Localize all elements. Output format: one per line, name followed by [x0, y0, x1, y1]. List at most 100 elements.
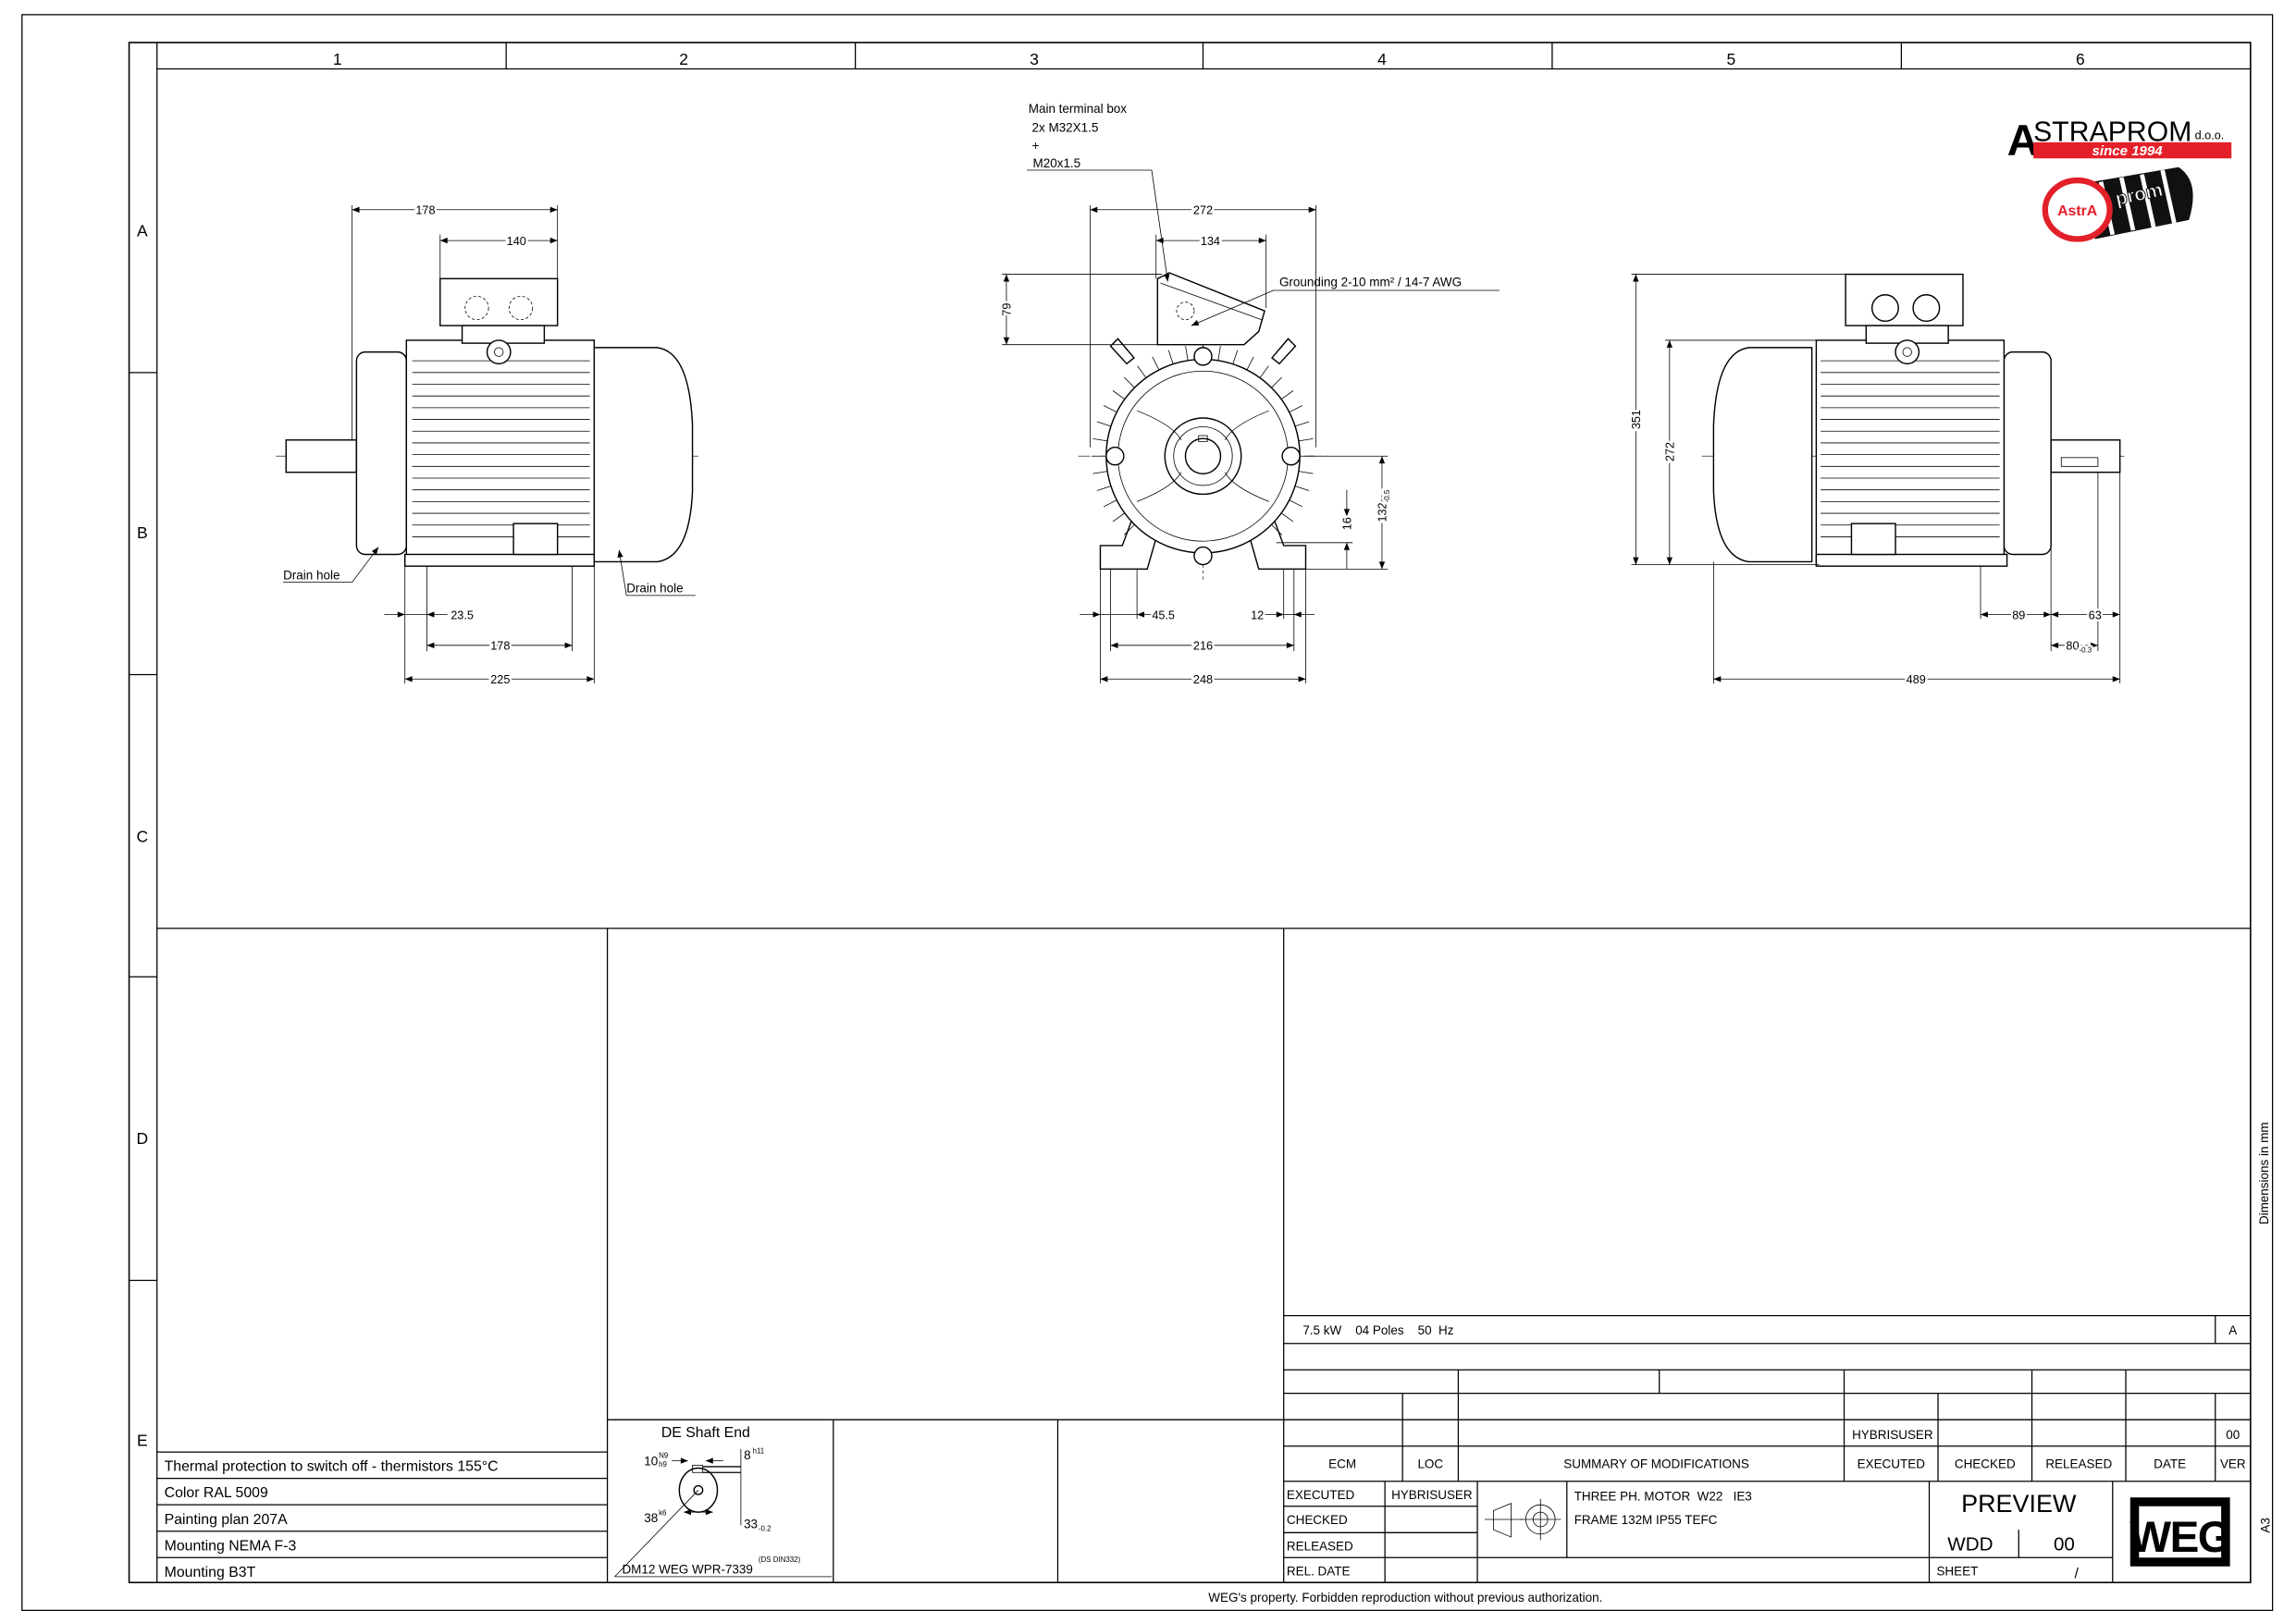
header-released: RELEASED — [2045, 1457, 2112, 1471]
dimension-value: 351 — [1630, 410, 1643, 429]
column-label: 6 — [2076, 50, 2085, 68]
cooling-fin — [1289, 405, 1303, 413]
approval-rel-date-label: REL. DATE — [1287, 1564, 1351, 1578]
cooling-fin — [1246, 356, 1254, 371]
cooling-fin — [1294, 421, 1310, 427]
drawing-ellipse — [2042, 177, 2113, 242]
header-ecm: ECM — [1328, 1457, 1356, 1471]
logo-tagline: since 1994 — [2092, 143, 2164, 159]
terminal-box-note: M20x1.5 — [1033, 156, 1081, 170]
shaft — [2050, 439, 2121, 473]
dimension-value: 134 — [1201, 235, 1220, 248]
sheet-size: A3 — [2258, 1518, 2272, 1532]
motor-feet — [1815, 553, 2008, 567]
dimension-value: 80-0.3 — [2066, 640, 2092, 655]
column-label: 3 — [1030, 50, 1039, 68]
drawing-line — [1191, 289, 1274, 326]
weg-logo-text: WEG — [2129, 1513, 2230, 1562]
notes-table: Thermal protection to switch off - therm… — [156, 1451, 608, 1580]
key-width-tol-upper: N9 — [659, 1451, 669, 1459]
column-label: 1 — [333, 50, 342, 68]
emblem-left-text: AstrA — [2057, 203, 2098, 219]
drawing-line — [1151, 169, 1170, 282]
header-ver: VER — [2220, 1457, 2246, 1471]
row-label: A — [137, 221, 148, 240]
layout-lines — [156, 928, 2251, 1583]
weg-logo: WEG — [2129, 1497, 2232, 1567]
cooling-fin — [1137, 365, 1147, 378]
sheet-value: / — [2075, 1566, 2080, 1581]
logo-suffix: d.o.o. — [2195, 129, 2225, 142]
shaft-end-title: DE Shaft End — [661, 1425, 750, 1441]
shaft-diameter: 38 — [644, 1511, 658, 1525]
column-label: 2 — [679, 50, 688, 68]
row-label: C — [137, 827, 149, 845]
drawing-group — [1821, 360, 2000, 537]
projection-symbol-icon — [1484, 1498, 1562, 1541]
side-view-drive-end: Drain hole Drain hole — [276, 277, 702, 596]
astraprom-emblem: AstrA prom — [2042, 166, 2193, 242]
column-label: 5 — [1727, 50, 1736, 68]
front-endshield — [2003, 350, 2052, 556]
cooling-fin — [1103, 405, 1117, 413]
drawing-circle — [1105, 446, 1125, 466]
dimension-value: 489 — [1907, 673, 1926, 686]
mod-version: 00 — [2226, 1428, 2240, 1442]
drawing-circle — [494, 347, 504, 357]
header-checked: CHECKED — [1955, 1457, 2016, 1471]
cooling-fin — [1152, 356, 1160, 371]
drawing-path — [1493, 1502, 1512, 1538]
drawing-group — [505, 42, 1903, 69]
cooling-fin — [1096, 421, 1112, 427]
drawing-line — [614, 1490, 699, 1578]
title-block: 7.5 kW 04 Poles 50 Hz A HYBRISUSER 00 EC… — [1283, 1314, 2251, 1583]
cooling-fin — [1271, 376, 1282, 388]
dimension-value: 132-0.5 — [1376, 489, 1391, 522]
shaft — [285, 439, 358, 473]
key-width-tol-lower: h9 — [659, 1460, 667, 1469]
approval-checked-label: CHECKED — [1287, 1513, 1348, 1527]
fan-cover — [593, 347, 694, 563]
front-view: Main terminal box 2x M32X1.5 + M20x1.5 G… — [1027, 102, 1500, 580]
cooling-fin — [1289, 499, 1303, 508]
approval-executed-label: EXECUTED — [1287, 1488, 1355, 1502]
dimension-value: 23.5 — [451, 609, 474, 621]
motor-feet — [404, 553, 596, 567]
shaft-end — [1184, 437, 1222, 474]
logo-name: STRAPROM — [2033, 117, 2191, 147]
cooling-fin — [1280, 512, 1294, 523]
cooling-fin — [1092, 437, 1108, 442]
terminal-box-note: + — [1029, 139, 1040, 153]
drawing-rect — [1850, 523, 1896, 556]
drawing-circle — [1902, 347, 1912, 357]
document-type: WDD — [1947, 1533, 1993, 1555]
drawing-circle — [1912, 294, 1941, 323]
sheet-label: SHEET — [1936, 1564, 1978, 1578]
drawing-rect — [1198, 435, 1208, 442]
cooling-fin — [1123, 523, 1135, 535]
cooling-fin — [1112, 390, 1126, 400]
terminal-box — [1156, 272, 1265, 346]
inner-border — [128, 42, 2252, 1584]
front-endshield — [355, 350, 408, 556]
dimension-tolerance: -0.3 — [2080, 646, 2092, 655]
dimension-value: 178 — [490, 640, 510, 653]
drawing-rect — [512, 523, 559, 556]
cooling-fin — [1123, 376, 1135, 388]
cooling-fin — [1167, 350, 1174, 364]
header-executed: EXECUTED — [1858, 1457, 1926, 1471]
description-line-1: THREE PH. MOTOR W22 IE3 — [1574, 1489, 1752, 1503]
outer-border — [21, 14, 2274, 1611]
lifting-eye — [1895, 339, 1920, 365]
drawing-path — [1160, 282, 1263, 321]
drain-hole-label: Drain hole — [626, 582, 683, 596]
dimension-value: 16 — [1341, 517, 1354, 530]
cooling-fin — [1096, 486, 1112, 491]
description-line-2: FRAME 132M IP55 TEFC — [1574, 1513, 1718, 1527]
lifting-eye — [486, 339, 512, 365]
drawing-rect — [692, 1464, 704, 1473]
dimension-value: 89 — [2012, 609, 2025, 621]
cooling-fin — [1103, 499, 1117, 508]
executed-by: HYBRISUSER — [1391, 1488, 1473, 1502]
